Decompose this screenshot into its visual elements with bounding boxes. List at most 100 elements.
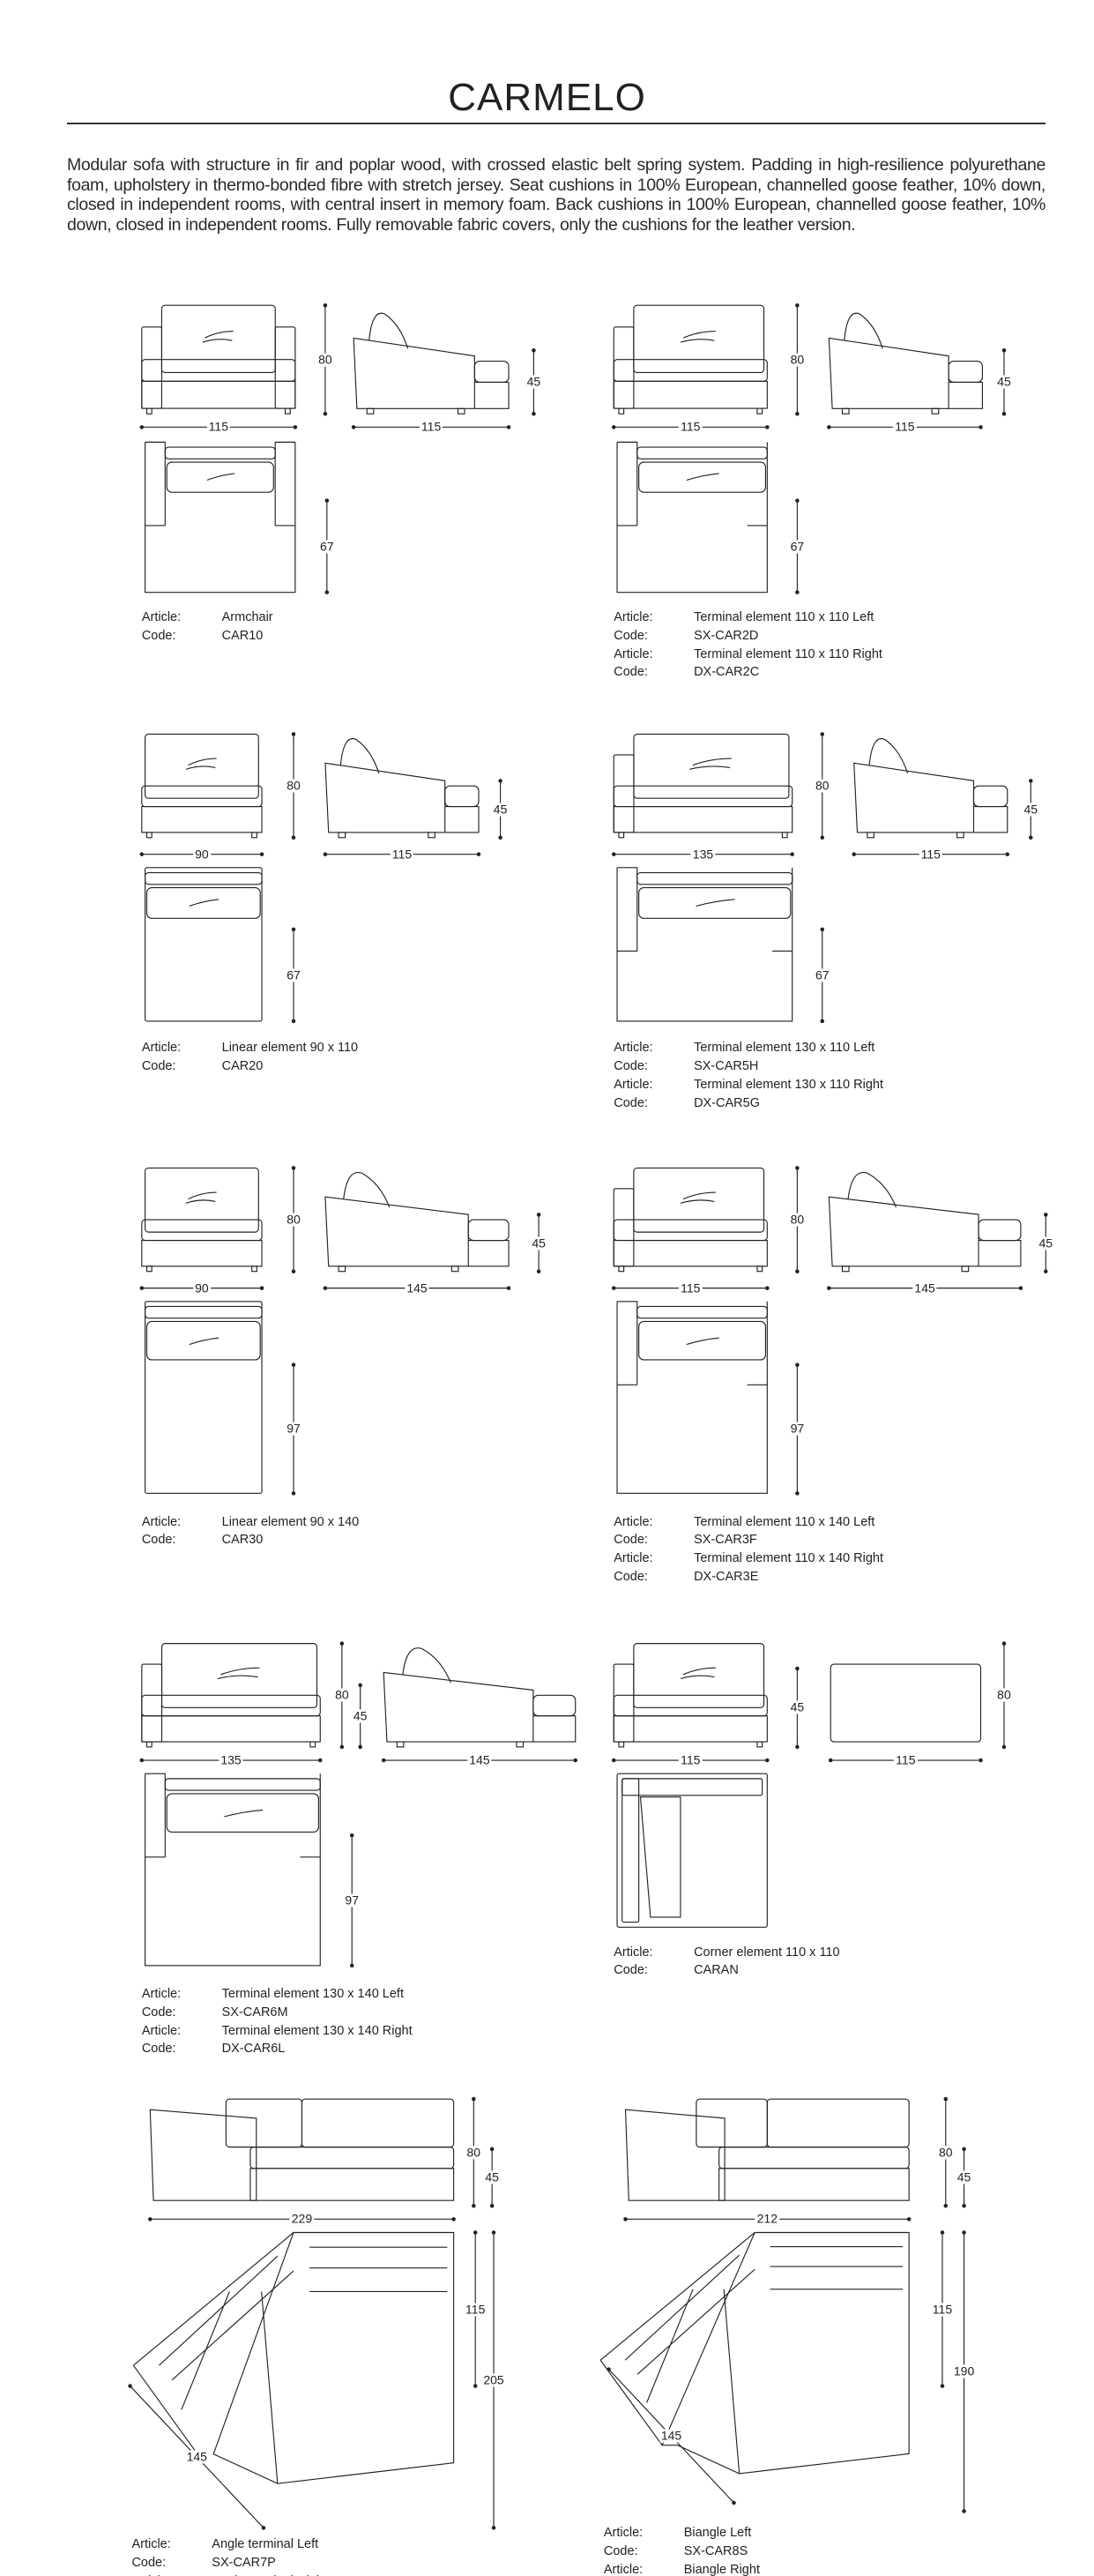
dimension-endpoint: [1005, 852, 1010, 856]
spec-label: Article:: [614, 1514, 653, 1529]
dimension-endpoint: [489, 2203, 495, 2208]
stitch-mark: [680, 330, 716, 343]
seat-cushion: [145, 886, 261, 919]
dimension-endpoint: [607, 2367, 611, 2371]
dimension-endpoint: [962, 2203, 966, 2208]
spec-label: Article:: [614, 1077, 653, 1092]
spec-label: Article:: [141, 1041, 182, 1056]
spec-value: Terminal element 110 x 110 Left: [694, 610, 874, 625]
corner-side: [149, 2109, 257, 2201]
dimension-endpoint: [489, 2147, 495, 2152]
spec-label: Code:: [141, 1533, 176, 1548]
dimension-label: 97: [343, 1893, 361, 1908]
foot-icon: [428, 832, 435, 839]
plan-view: [132, 2231, 455, 2484]
seat-cushion: [444, 785, 480, 808]
front-view: [624, 2098, 910, 2201]
foot-icon: [145, 832, 153, 839]
dimension-label: 115: [893, 419, 917, 434]
spec-label: Code:: [603, 2543, 638, 2558]
corner-cushion: [639, 1796, 681, 1918]
dimension-endpoint: [323, 1286, 328, 1290]
plan-outline: [599, 2231, 910, 2475]
spec-value: SX-CAR8S: [683, 2543, 748, 2558]
dimension-endpoint: [293, 425, 298, 429]
spec-value: Angle terminal Right: [212, 2574, 327, 2576]
foot-icon: [756, 407, 763, 414]
dimension-label: 45: [530, 1236, 547, 1251]
spec-value: Corner element 110 x 110: [694, 1945, 840, 1960]
dimension-endpoint: [358, 1744, 362, 1750]
dimension-label: 115: [419, 419, 443, 434]
foot-icon: [338, 1266, 346, 1273]
dimension-endpoint: [381, 1758, 386, 1763]
dimension-endpoint: [532, 348, 536, 353]
seat-cushion: [166, 461, 274, 493]
dimension-endpoint: [261, 2526, 266, 2530]
dimension-endpoint: [820, 927, 825, 932]
dimension-label: 97: [788, 1421, 807, 1436]
foot-icon: [145, 407, 153, 414]
dimension-label: 145: [405, 1281, 429, 1295]
dimension-endpoint: [532, 411, 536, 416]
spec-label: Code:: [131, 2556, 167, 2571]
side-view: [853, 737, 1008, 839]
plan-view: [145, 441, 296, 594]
dimension-endpoint: [536, 1213, 541, 1217]
dimension-endpoint: [820, 835, 825, 840]
dimension-endpoint: [323, 411, 328, 416]
dimension-endpoint: [827, 425, 831, 429]
plan-outline: [145, 1301, 263, 1494]
seat-base: [979, 1239, 1022, 1267]
side-body: [353, 337, 475, 409]
base: [141, 380, 296, 409]
side-view: [383, 1647, 577, 1748]
dimension-endpoint: [940, 2384, 945, 2388]
side-view: [324, 737, 480, 839]
arm-edge: [599, 2359, 663, 2446]
side-body: [828, 1196, 979, 1267]
spec-value: DX-CAR6L: [221, 2042, 286, 2057]
spec-label: Article:: [614, 646, 653, 661]
side-body: [324, 1196, 469, 1267]
base: [141, 806, 263, 833]
title-divider: [67, 123, 1046, 124]
side-view: [828, 312, 983, 414]
foot-icon: [284, 407, 291, 414]
seat-cushion: [613, 1694, 768, 1717]
spec-value: SX-CAR7P: [212, 2556, 276, 2571]
stitch-mark: [686, 1337, 719, 1346]
dimension-endpoint: [732, 2500, 736, 2505]
side-back-cushion: [621, 1778, 640, 1923]
dimension-label: 115: [390, 847, 414, 862]
plan-view: [145, 867, 263, 1022]
foot-icon: [309, 1741, 316, 1748]
base: [613, 1715, 768, 1743]
dimension-endpoint: [827, 1286, 831, 1290]
dimension-endpoint: [139, 852, 145, 856]
dimension-label: 115: [894, 1752, 918, 1767]
spec-value: DX-CAR3E: [694, 1569, 759, 1584]
foot-icon: [516, 1741, 525, 1748]
dimension-endpoint: [323, 852, 328, 856]
foot-icon: [756, 1266, 763, 1273]
cushions: [624, 2246, 904, 2474]
plan-view: [145, 1301, 263, 1494]
spec-value: Terminal element 110 x 110 Right: [694, 646, 882, 661]
spec-value: Angle terminal Left: [212, 2537, 319, 2552]
dimension-endpoint: [349, 1833, 354, 1838]
spec-value: DX-CAR2C: [694, 665, 760, 680]
plan-view: [616, 867, 793, 1022]
dimension-endpoint: [148, 2217, 153, 2221]
dimension-endpoint: [351, 425, 356, 429]
dimension-endpoint: [1001, 348, 1007, 353]
spec-value: SX-CAR5H: [694, 1058, 759, 1073]
plan-outline: [616, 441, 768, 594]
spec-value: SX-CAR3F: [694, 1533, 757, 1548]
seat-cushion: [141, 1219, 263, 1242]
back-cushion: [145, 1167, 259, 1233]
dimension-endpoint: [795, 1363, 800, 1367]
seat-cushion: [249, 2147, 455, 2169]
plan-outline: [145, 1773, 321, 1967]
spec-label: Code:: [614, 1095, 648, 1110]
